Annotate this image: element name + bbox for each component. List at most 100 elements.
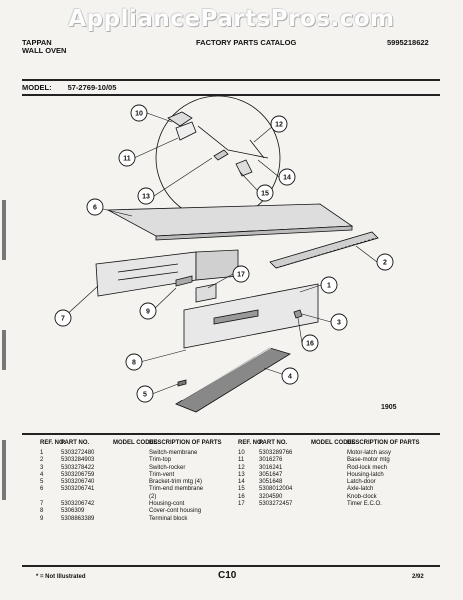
part-number-cell: 5303206741 <box>61 486 95 493</box>
header-model-codes: MODEL CODES <box>311 440 356 446</box>
model-codes-cell <box>113 508 149 515</box>
callout-8: 8 <box>132 360 136 367</box>
model-codes-cell <box>113 486 149 493</box>
scan-edge-mark <box>2 330 6 370</box>
description-cell: Bracket-trim mtg (4) <box>149 479 203 486</box>
callout-9: 9 <box>146 309 150 316</box>
part-number-cell: 5303206759 <box>61 471 95 478</box>
part-number-cell: 5306309 <box>61 508 85 515</box>
callout-16: 16 <box>306 341 314 348</box>
table-row: 10 5303289766 Motor-latch assy <box>238 450 425 457</box>
part-number-cell <box>61 494 113 501</box>
callout-circles <box>54 104 394 403</box>
footer-date: 2/92 <box>412 574 424 580</box>
part-number-cell: 3204590 <box>259 493 283 500</box>
callout-10: 10 <box>135 111 143 118</box>
ref-cell: 1 <box>40 450 44 456</box>
ref-cell: 3 <box>40 464 44 471</box>
table-top-rule <box>22 433 440 435</box>
scan-edge-mark <box>2 200 6 260</box>
footer-rule <box>22 565 440 567</box>
callout-3: 3 <box>337 320 341 327</box>
ref-cell: 15 <box>238 486 245 493</box>
description-cell: (2) <box>149 493 157 500</box>
model-codes-cell <box>311 501 347 508</box>
model-codes-cell <box>311 479 347 486</box>
callout-12: 12 <box>275 122 283 129</box>
ref-cell: 2 <box>40 457 44 464</box>
motor-latch-assembly <box>167 111 269 177</box>
table-row: 9 5308863389 Terminal block <box>40 516 227 523</box>
callout-6: 6 <box>93 205 97 212</box>
membrane-panel <box>183 283 319 349</box>
product: WALL OVEN <box>22 46 67 55</box>
model-codes-cell <box>113 457 149 464</box>
top-panel <box>106 203 354 241</box>
part-number-cell: 3051647 <box>259 471 283 478</box>
ref-cell: 9 <box>40 515 44 522</box>
part-number-cell: 5303206742 <box>61 501 95 508</box>
header-part: PART NO. <box>259 440 288 446</box>
header-description: DESCRIPTION OF PARTS <box>149 440 222 446</box>
figure-number: 1905 <box>381 404 397 411</box>
description-cell: Switch-membrane <box>149 450 198 456</box>
model-codes-cell <box>311 494 347 501</box>
part-number-cell: 5308863389 <box>61 515 95 522</box>
description-cell: Knob-clock <box>347 493 377 500</box>
description-cell: Timer E.C.O. <box>347 501 382 508</box>
callout-7: 7 <box>61 316 65 323</box>
timer-and-terminal <box>175 275 217 303</box>
control-housing <box>95 249 239 297</box>
trim-vent <box>175 345 291 413</box>
model-line: MODEL:57-2769-10/05 <box>22 83 132 92</box>
table-row: 7 5303206742 Housing-cont <box>40 501 227 508</box>
description-cell: Housing-cont <box>149 501 185 508</box>
ref-cell: 10 <box>238 450 245 456</box>
description-cell: Terminal block <box>149 515 188 522</box>
model-codes-cell <box>311 486 347 493</box>
ref-cell: 7 <box>40 501 44 508</box>
parts-table-right: REF. NO. PART NO. MODEL CODES DESCRIPTIO… <box>238 440 425 508</box>
header-ref: REF. NO. <box>40 440 66 446</box>
model-codes-cell <box>113 494 149 501</box>
page-number: C10 <box>218 570 237 581</box>
description-cell: Trim-end membrane <box>149 486 204 493</box>
table-header: REF. NO. PART NO. MODEL CODES DESCRIPTIO… <box>238 440 425 447</box>
model-codes-cell <box>113 516 149 523</box>
part-number-cell: 3016276 <box>259 457 283 464</box>
table-row: (2) <box>40 494 227 501</box>
header-rule <box>22 79 440 81</box>
callout-labels: 10 11 12 13 14 15 6 2 1 7 9 17 3 16 8 4 … <box>61 111 387 399</box>
callout-5: 5 <box>143 392 147 399</box>
callout-17: 17 <box>237 272 245 279</box>
description-cell: Latch-door <box>347 479 376 486</box>
part-number-cell: 5303206740 <box>61 479 95 486</box>
description-cell: Motor-latch assy <box>347 450 392 456</box>
model-rule <box>22 94 440 96</box>
header-description: DESCRIPTION OF PARTS <box>347 440 420 446</box>
ref-cell: 17 <box>238 501 245 508</box>
ref-cell: 4 <box>40 471 44 478</box>
table-header: REF. NO. PART NO. MODEL CODES DESCRIPTIO… <box>40 440 227 447</box>
part-number-cell: 5303289766 <box>259 450 293 456</box>
small-parts <box>177 309 303 387</box>
model-label: MODEL: <box>22 83 52 92</box>
model-codes-cell <box>113 472 149 479</box>
model-codes-cell <box>113 465 149 472</box>
brand: TAPPAN <box>22 38 52 47</box>
ref-cell: 13 <box>238 471 245 478</box>
callout-11: 11 <box>123 156 131 163</box>
footer-note: * = Not Illustrated <box>36 574 86 580</box>
model-codes-cell <box>113 450 149 457</box>
